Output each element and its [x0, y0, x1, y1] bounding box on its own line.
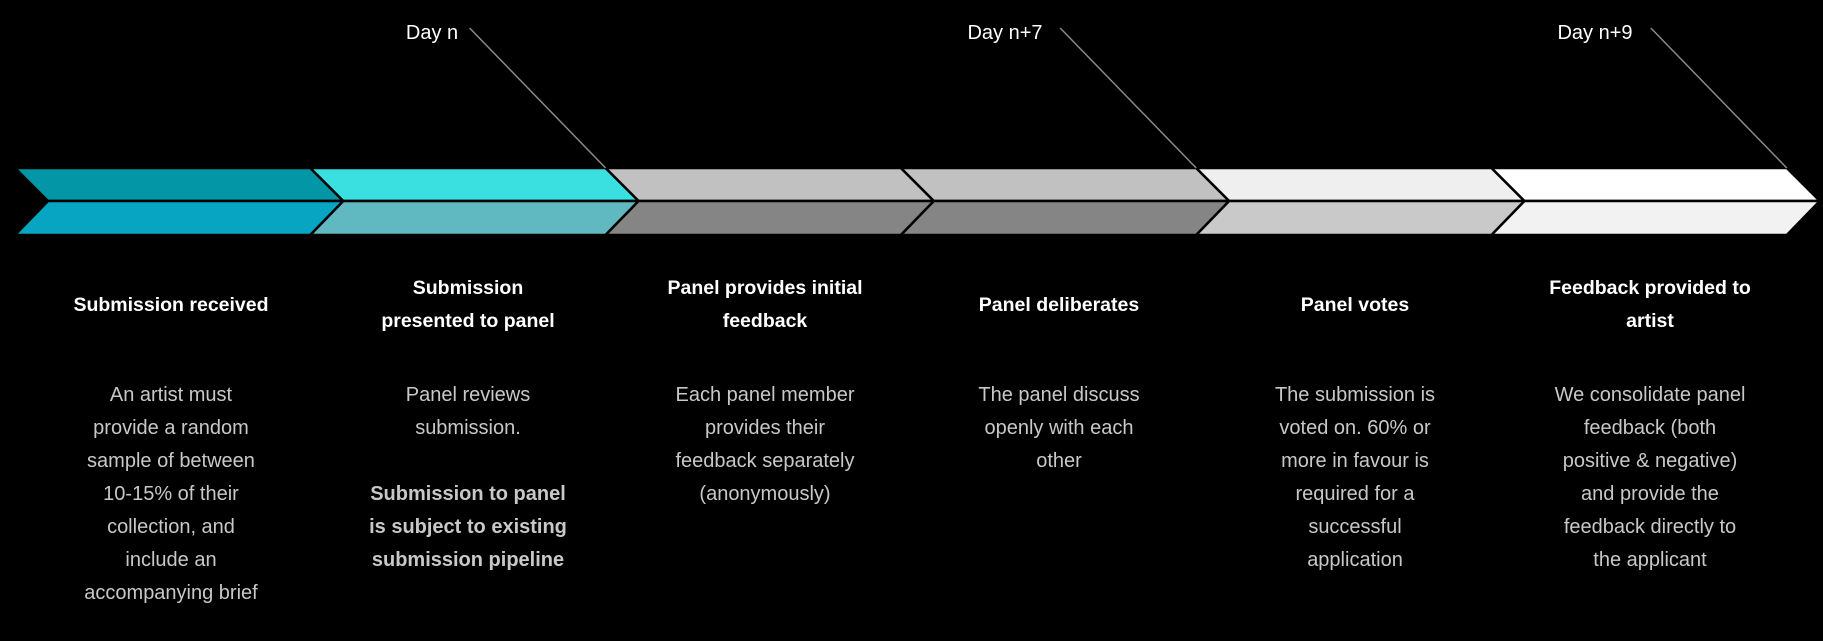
stage-description-line: submission. — [415, 417, 521, 439]
stage-description-line: feedback directly to — [1563, 516, 1737, 538]
stage-description-line: provide a random — [93, 417, 249, 439]
stage-description-line: more in favour is — [1281, 450, 1429, 472]
stage-description-line: We consolidate panel — [1554, 384, 1746, 406]
stage-title: Submission received — [41, 270, 301, 340]
stage-description-line: The panel discuss — [978, 384, 1140, 406]
chevron-top-half — [1193, 166, 1528, 203]
chevron-top-half — [897, 166, 1233, 203]
stage-description-line: Panel reviews — [405, 384, 531, 406]
day-marker-label: Day n+9 — [1557, 22, 1633, 44]
day-marker-line — [469, 27, 607, 169]
chevron-bottom-half — [602, 199, 937, 237]
day-marker-label: Day n — [405, 22, 459, 44]
stage-description-line: application — [1307, 549, 1403, 571]
stage-description-line: other — [1036, 450, 1082, 472]
stage-description-line: feedback (both — [1583, 417, 1717, 439]
stage-description: Panel reviews submission. Submission to pa… — [338, 379, 598, 577]
stage-description-line: Each panel member — [675, 384, 855, 406]
stage-title: Panel deliberates — [929, 270, 1189, 340]
chevron-bottom-half — [1193, 199, 1528, 237]
stage-title-line: presented to panel — [381, 310, 555, 332]
stage-note-line: submission pipeline — [371, 549, 565, 571]
stage-description-line: and provide the — [1581, 483, 1719, 505]
stage-description-line: openly with each — [984, 417, 1134, 439]
stage-title-line: Panel deliberates — [978, 293, 1140, 316]
day-marker-label: Day n+7 — [967, 22, 1043, 44]
stage-note-line: is subject to existing — [369, 516, 567, 538]
stage-description-line: provides their — [704, 417, 826, 439]
stage-description-line: (anonymously) — [699, 483, 831, 505]
stage-title-line: Panel provides initial — [667, 277, 863, 299]
stage-description-line: required for a — [1295, 483, 1415, 505]
stage-title: Panel provides initial feedback — [635, 270, 895, 340]
stage-description-line: positive & negative) — [1562, 450, 1738, 472]
chevron-top-half — [1488, 166, 1823, 203]
stage-description: Each panel member provides their feedback … — [635, 379, 895, 511]
stage-title-line: feedback — [722, 310, 808, 332]
stage-description-line: feedback separately — [675, 450, 855, 472]
chevron-top-half — [307, 166, 642, 203]
chevron-bottom-half — [897, 199, 1233, 237]
day-marker-line — [1059, 27, 1197, 169]
day-marker-line — [1650, 27, 1788, 169]
stage-description: We consolidate panel feedback (both positi… — [1520, 379, 1780, 577]
stage-description-line: include an — [125, 549, 217, 571]
spacer — [338, 445, 598, 478]
stage-description: An artist must provide a random sample of … — [41, 379, 301, 610]
stage-description-line: the applicant — [1593, 549, 1707, 571]
stage-title: Submission presented to panel — [338, 270, 598, 340]
stage-description: The submission is voted on. 60% or more in… — [1225, 379, 1485, 577]
stage-title-line: Panel votes — [1300, 293, 1410, 316]
stage-title-line: artist — [1626, 310, 1674, 332]
stage-title: Panel votes — [1225, 270, 1485, 340]
stage-description-line: sample of between — [87, 450, 255, 472]
stage-description-line: voted on. 60% or — [1279, 417, 1431, 439]
stage-description-line: 10-15% of their — [103, 483, 239, 505]
stage-description-line: The submission is — [1274, 384, 1436, 406]
stage-description-line: collection, and — [107, 516, 235, 538]
stage-description-line: An artist must — [109, 384, 233, 406]
stage-title: Feedback provided to artist — [1520, 270, 1780, 340]
stage-description-line: successful — [1308, 516, 1402, 538]
chevron-top-half — [11, 166, 347, 203]
chevron-top-half — [602, 166, 937, 203]
stage-title-line: Submission — [412, 277, 524, 299]
chevron-bottom-half — [1488, 199, 1823, 237]
stage-title-line: Feedback provided to — [1549, 277, 1751, 299]
stage-description: The panel discuss openly with each other — [929, 379, 1189, 478]
chevron-bottom-half — [307, 199, 642, 237]
stage-description-line: accompanying brief — [84, 582, 258, 604]
stage-title-line: Submission received — [73, 293, 269, 316]
chevron-bottom-half — [12, 199, 347, 237]
stage-note-line: Submission to panel — [370, 483, 566, 505]
